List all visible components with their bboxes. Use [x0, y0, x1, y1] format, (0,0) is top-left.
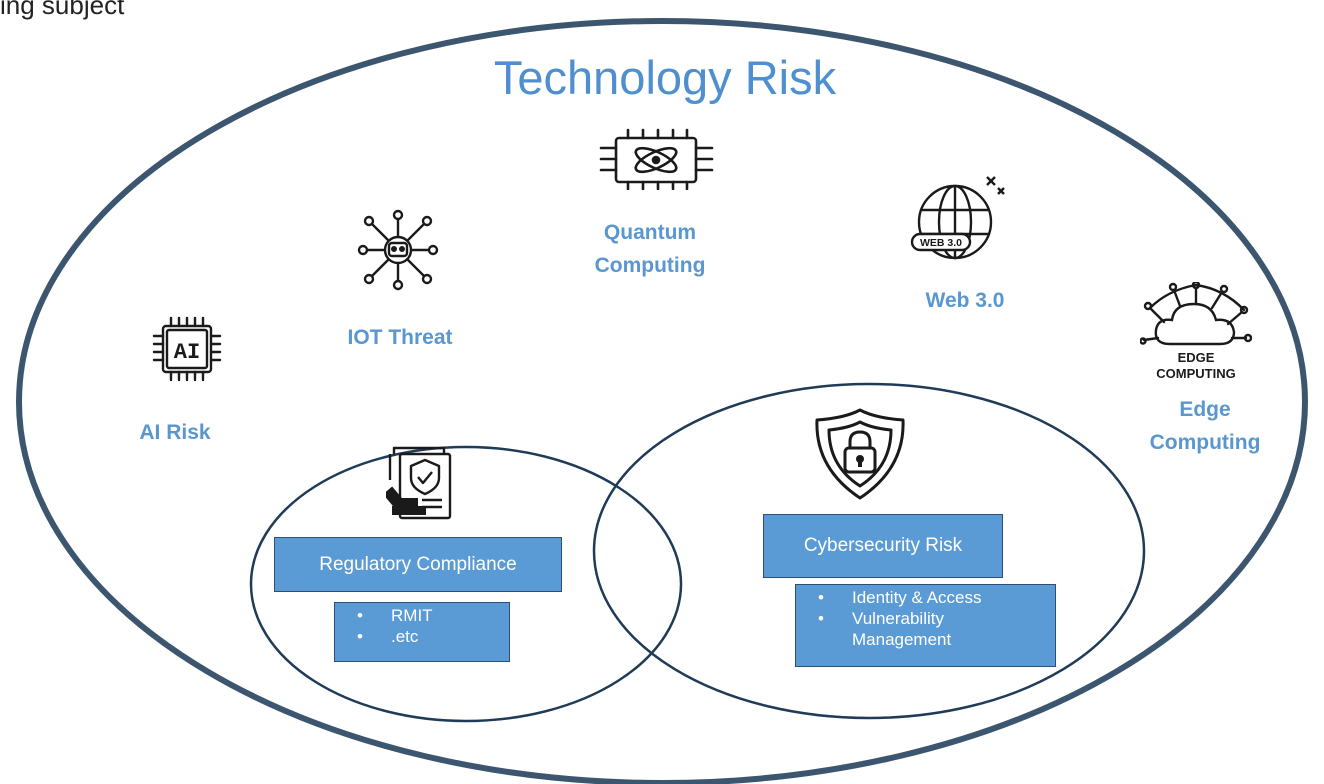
- regulatory-compliance-title-box: Regulatory Compliance: [274, 537, 562, 592]
- list-item: Identity & Access: [796, 587, 1055, 608]
- list-item: Vulnerability Management: [796, 608, 1055, 650]
- edge-icon-text-line2: COMPUTING: [1156, 366, 1235, 381]
- diagram-title: Technology Risk: [493, 51, 837, 104]
- cut-off-header-text: ing subject: [0, 0, 125, 20]
- technology-risk-ellipse: [16, 18, 1308, 784]
- shield-lock-icon: [815, 408, 905, 500]
- list-item: RMIT: [335, 605, 509, 626]
- edge-computing-icon: EDGE COMPUTING: [1140, 282, 1252, 381]
- cybersecurity-risk-list-box: Identity & Access Vulnerability Manageme…: [795, 584, 1056, 667]
- regulatory-compliance-list-box: RMIT .etc: [334, 602, 510, 662]
- edge-icon-text-line1: EDGE: [1178, 350, 1215, 365]
- ai-icon-text: AI: [174, 340, 200, 365]
- cybersecurity-ellipse: [592, 382, 1146, 720]
- topic-label-iot: IOT Threat: [347, 326, 453, 349]
- web3-globe-icon: WEB 3.0: [910, 176, 1005, 260]
- topic-label-edge: Edge Computing: [1149, 398, 1261, 454]
- topic-label-quantum: Quantum Computing: [594, 221, 706, 277]
- web3-icon-text: WEB 3.0: [920, 237, 962, 249]
- compliance-document-icon: [386, 446, 452, 520]
- list-item: .etc: [335, 626, 509, 647]
- regulatory-compliance-ellipse: [249, 445, 683, 723]
- cybersecurity-risk-list: Identity & Access Vulnerability Manageme…: [796, 585, 1055, 650]
- quantum-chip-icon: [599, 128, 714, 190]
- iot-robot-network-icon: [357, 209, 439, 291]
- topic-label-web3: Web 3.0: [925, 289, 1005, 312]
- cybersecurity-risk-title: Cybersecurity Risk: [803, 535, 963, 556]
- topic-label-ai: AI Risk: [139, 421, 211, 444]
- regulatory-compliance-title: Regulatory Compliance: [319, 553, 517, 575]
- cybersecurity-risk-title-box: Cybersecurity Risk: [763, 514, 1003, 578]
- regulatory-compliance-list: RMIT .etc: [335, 603, 509, 647]
- ai-chip-icon: AI: [152, 316, 222, 382]
